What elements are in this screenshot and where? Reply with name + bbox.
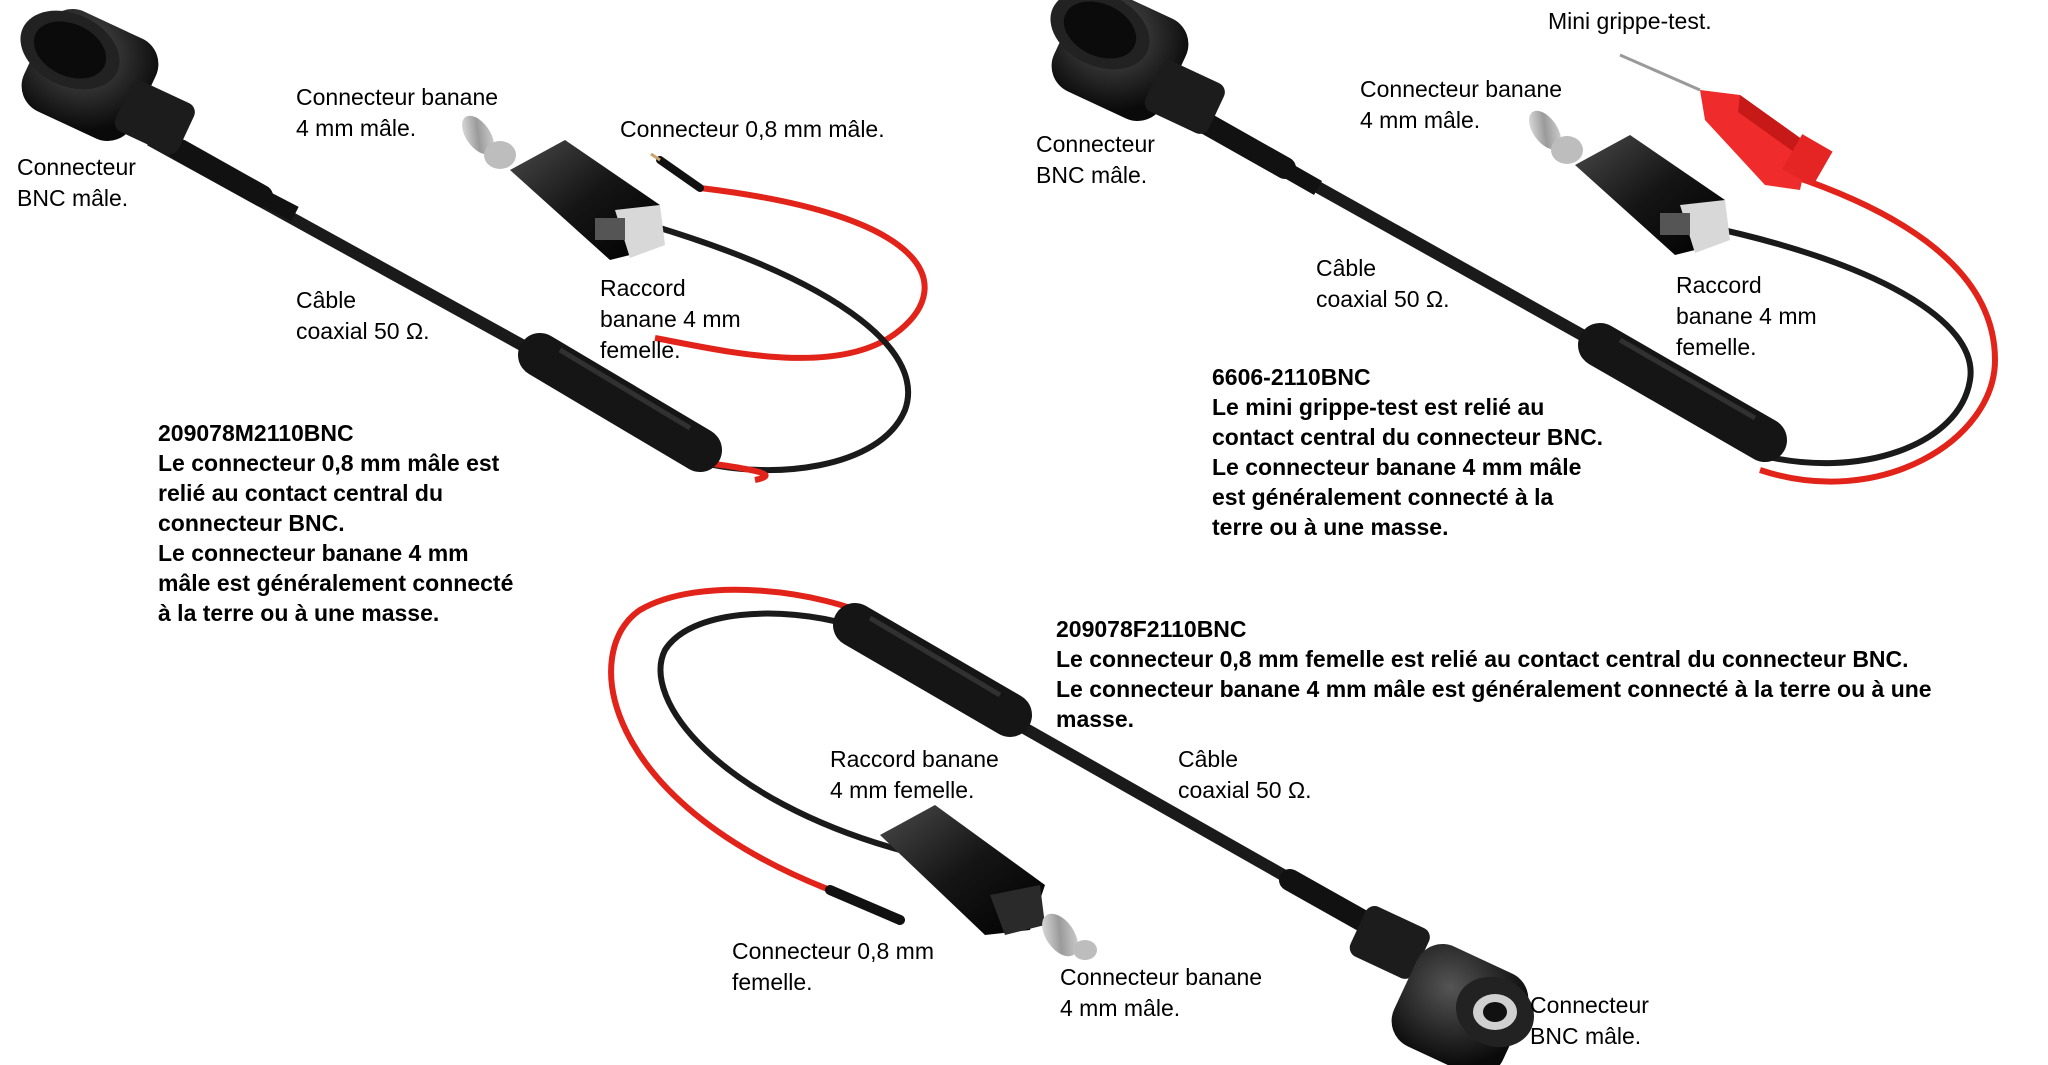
red-wire-a	[654, 185, 928, 361]
pin-label-a: Connecteur 0,8 mm mâle.	[620, 116, 885, 142]
pin-label-c: Connecteur 0,8 mm femelle.	[732, 938, 934, 995]
mini-test-clip-b	[1700, 90, 1833, 190]
desc-line: masse.	[1056, 706, 1135, 732]
desc-line: Le connecteur 0,8 mm mâle est	[158, 450, 500, 476]
description-b: 6606-2110BNC Le mini grippe-test est rel…	[1212, 362, 1603, 542]
banana-label-b: Connecteur banane 4 mm mâle.	[1360, 76, 1563, 133]
black-wire-a	[649, 222, 912, 474]
desc-line: Le connecteur banane 4 mm mâle est génér…	[1056, 676, 1932, 702]
bnc-label-c: Connecteur BNC mâle.	[1530, 992, 1649, 1049]
junction-sleeve-a	[518, 333, 722, 472]
banana-plug-c	[880, 805, 1097, 960]
desc-line: Le mini grippe-test est relié au	[1212, 394, 1545, 420]
bnc-label-a: Connecteur BNC mâle.	[17, 154, 136, 211]
desc-line: à la terre ou à une masse.	[158, 600, 440, 626]
strain-relief-b	[1189, 109, 1322, 195]
bnc-connector-b	[1050, 0, 1225, 134]
clip-probe-wire-b	[1619, 53, 1701, 92]
black-wire-b	[1699, 222, 1974, 467]
product-code-c: 209078F2110BNC	[1056, 616, 1247, 642]
cable-assembly-b	[1050, 0, 1999, 485]
cable-label-a: Câble coaxial 50 Ω.	[296, 287, 430, 344]
junction-sleeve-c	[833, 603, 1032, 737]
pin-connector-a	[650, 152, 704, 192]
junction-sleeve-b	[1578, 323, 1787, 462]
desc-line: Le connecteur banane 4 mm mâle	[1212, 454, 1582, 480]
banana-label-c: Connecteur banane 4 mm mâle.	[1060, 964, 1263, 1021]
desc-line: est généralement connecté à la	[1212, 484, 1554, 510]
red-wire-b	[1759, 172, 1999, 485]
cable-label-b: Câble coaxial 50 Ω.	[1316, 255, 1450, 312]
raccord-label-c: Raccord banane 4 mm femelle.	[830, 746, 999, 803]
red-wire-c	[608, 586, 882, 893]
bnc-connector-a	[20, 9, 195, 154]
product-code-b: 6606-2110BNC	[1212, 364, 1371, 390]
desc-line: Le connecteur 0,8 mm femelle est relié a…	[1056, 646, 1909, 672]
desc-line: Le connecteur banane 4 mm	[158, 540, 469, 566]
clip-label-b: Mini grippe-test.	[1548, 8, 1712, 34]
banana-plug-a	[462, 115, 665, 260]
banana-plug-b	[1529, 110, 1730, 255]
description-a: 209078M2110BNC Le connecteur 0,8 mm mâle…	[158, 418, 513, 628]
strain-relief-c	[1279, 869, 1381, 936]
bnc-connector-c	[1349, 906, 1534, 1065]
description-c: 209078F2110BNC Le connecteur 0,8 mm feme…	[1056, 614, 1932, 734]
cable-assembly-c	[608, 586, 1534, 1065]
product-code-a: 209078M2110BNC	[158, 420, 354, 446]
desc-line: mâle est généralement connecté	[158, 570, 514, 596]
raccord-label-a: Raccord banane 4 mm femelle.	[600, 275, 741, 363]
desc-line: relié au contact central du	[158, 480, 444, 506]
desc-line: terre ou à une masse.	[1212, 514, 1449, 540]
bnc-label-b: Connecteur BNC mâle.	[1036, 131, 1155, 188]
desc-line: connecteur BNC.	[158, 510, 345, 536]
banana-label-a: Connecteur banane 4 mm mâle.	[296, 84, 499, 141]
strain-relief-a	[169, 139, 299, 222]
cable-assembly-a	[20, 9, 928, 483]
desc-line: contact central du connecteur BNC.	[1212, 424, 1604, 450]
black-wire-c	[657, 610, 901, 853]
pin-connector-c	[825, 885, 905, 925]
cable-label-c: Câble coaxial 50 Ω.	[1178, 746, 1312, 803]
raccord-label-b: Raccord banane 4 mm femelle.	[1676, 272, 1817, 360]
